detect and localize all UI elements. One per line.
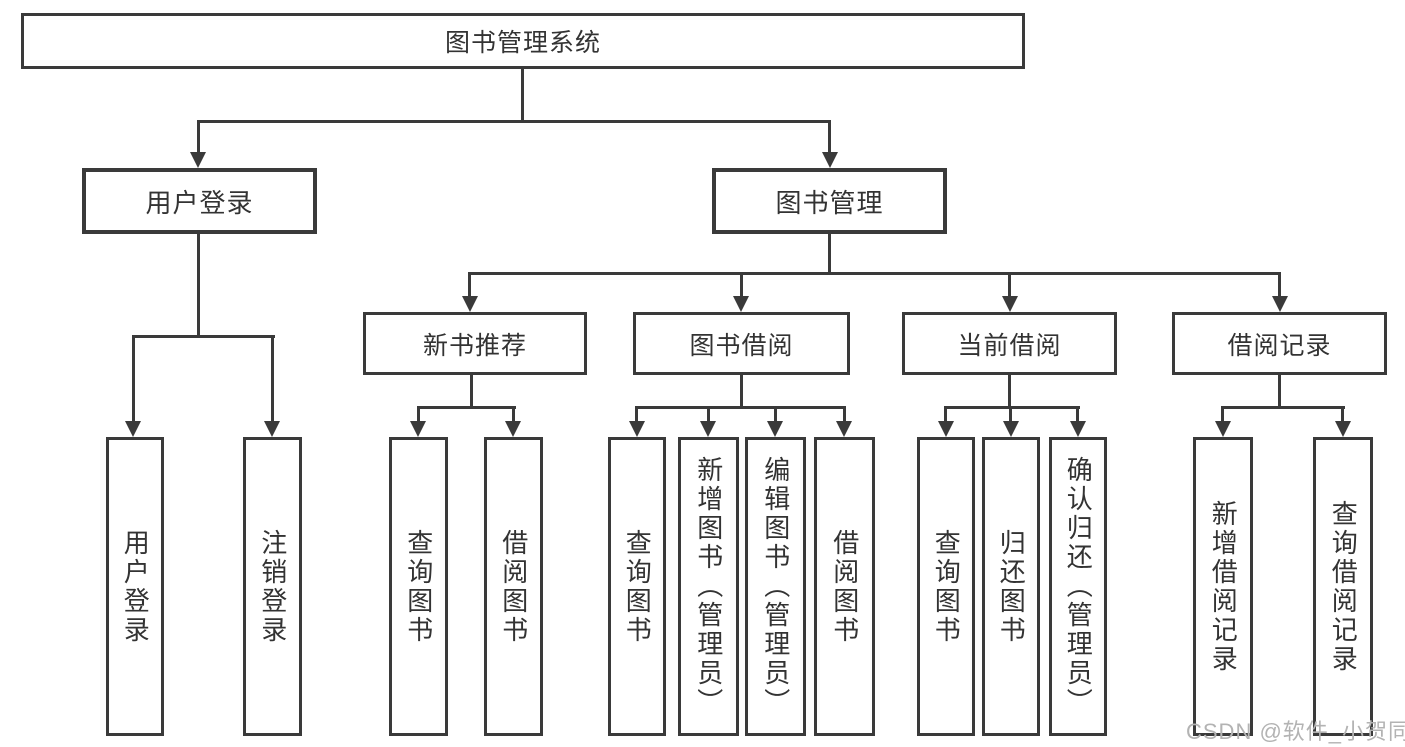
node-label: 借阅图书: [498, 528, 529, 645]
arrow-down-icon: [1002, 296, 1018, 312]
connector-line: [707, 406, 710, 423]
arrow-down-icon: [190, 152, 206, 168]
connector-line: [740, 375, 743, 406]
node-add-books-admin: 新增图书（管理员）: [678, 437, 739, 736]
connector-line: [468, 272, 471, 300]
node-query-borrow-record: 查询借阅记录: [1313, 437, 1373, 736]
connector-line: [1008, 272, 1011, 300]
arrow-down-icon: [629, 421, 645, 437]
node-new-book-recommend: 新书推荐: [363, 312, 587, 375]
connector-line: [1278, 375, 1281, 406]
node-edit-books-admin: 编辑图书（管理员）: [745, 437, 806, 736]
arrow-down-icon: [410, 421, 426, 437]
node-label: 借阅图书: [829, 528, 860, 645]
connector-line: [132, 335, 275, 338]
connector-line: [417, 406, 420, 423]
connector-line: [774, 406, 777, 423]
connector-line: [197, 120, 200, 154]
connector-line: [132, 335, 135, 423]
connector-line: [469, 272, 1281, 275]
node-label: 借阅记录: [1227, 331, 1332, 360]
node-confirm-return-admin: 确认归还（管理员）: [1049, 437, 1107, 736]
arrow-down-icon: [125, 421, 141, 437]
connector-line: [1009, 406, 1012, 423]
connector-line: [828, 120, 831, 154]
connector-line: [1341, 406, 1344, 423]
node-query-books-recommend: 查询图书: [389, 437, 448, 736]
node-label: 编辑图书（管理员）: [760, 456, 791, 717]
arrow-down-icon: [264, 421, 280, 437]
connector-line: [271, 335, 274, 423]
connector-line: [636, 406, 846, 409]
arrow-down-icon: [1335, 421, 1351, 437]
connector-line: [417, 406, 516, 409]
connector-line: [828, 234, 831, 272]
node-label: 图书管理: [775, 187, 884, 218]
connector-line: [512, 406, 515, 423]
node-label: 注销登录: [257, 528, 288, 645]
node-book-borrowing: 图书借阅: [633, 312, 850, 375]
node-label: 图书借阅: [689, 331, 794, 360]
arrow-down-icon: [1070, 421, 1086, 437]
node-query-books-current: 查询图书: [917, 437, 975, 736]
node-label: 查询图书: [622, 528, 653, 645]
arrow-down-icon: [938, 421, 954, 437]
node-user-login-leaf: 用户登录: [106, 437, 164, 736]
node-logout: 注销登录: [243, 437, 302, 736]
connector-line: [843, 406, 846, 423]
connector-line: [197, 120, 831, 123]
node-user-login-group: 用户登录: [82, 168, 317, 234]
connector-line: [635, 406, 638, 423]
arrow-down-icon: [505, 421, 521, 437]
node-book-management: 图书管理: [712, 168, 947, 234]
node-borrow-books-recommend: 借阅图书: [484, 437, 543, 736]
node-label: 归还图书: [996, 528, 1027, 645]
node-label: 新书推荐: [422, 331, 527, 360]
arrow-down-icon: [462, 296, 478, 312]
arrow-down-icon: [822, 152, 838, 168]
node-borrow-books: 借阅图书: [814, 437, 875, 736]
node-label: 查询借阅记录: [1328, 499, 1359, 674]
node-library-system: 图书管理系统: [21, 13, 1025, 69]
connector-line: [1008, 375, 1011, 406]
connector-line: [1278, 272, 1281, 300]
connector-line: [197, 234, 200, 335]
node-add-borrow-record: 新增借阅记录: [1193, 437, 1253, 736]
arrow-down-icon: [836, 421, 852, 437]
arrow-down-icon: [1272, 296, 1288, 312]
node-query-books-borrowing: 查询图书: [608, 437, 666, 736]
node-label: 用户登录: [120, 528, 151, 645]
arrow-down-icon: [1003, 421, 1019, 437]
node-label: 图书管理系统: [444, 29, 601, 57]
node-label: 新增借阅记录: [1208, 499, 1239, 674]
connector-line: [1221, 406, 1224, 423]
connector-line: [1076, 406, 1079, 423]
connector-line: [740, 272, 743, 300]
node-label: 查询图书: [403, 528, 434, 645]
node-label: 当前借阅: [957, 331, 1062, 360]
node-current-borrowing: 当前借阅: [902, 312, 1117, 375]
node-borrowing-records: 借阅记录: [1172, 312, 1387, 375]
node-label: 用户登录: [145, 187, 254, 218]
csdn-watermark: CSDN @软件_小贺同学: [1186, 719, 1405, 744]
connector-line: [470, 375, 473, 406]
connector-line: [944, 406, 947, 423]
arrow-down-icon: [767, 421, 783, 437]
connector-line: [521, 69, 524, 121]
arrow-down-icon: [733, 296, 749, 312]
node-label: 确认归还（管理员）: [1063, 456, 1094, 717]
arrow-down-icon: [1215, 421, 1231, 437]
node-return-books: 归还图书: [982, 437, 1040, 736]
arrow-down-icon: [700, 421, 716, 437]
node-label: 新增图书（管理员）: [693, 456, 724, 717]
node-label: 查询图书: [931, 528, 962, 645]
connector-line: [1222, 406, 1345, 409]
connector-line: [945, 406, 1080, 409]
